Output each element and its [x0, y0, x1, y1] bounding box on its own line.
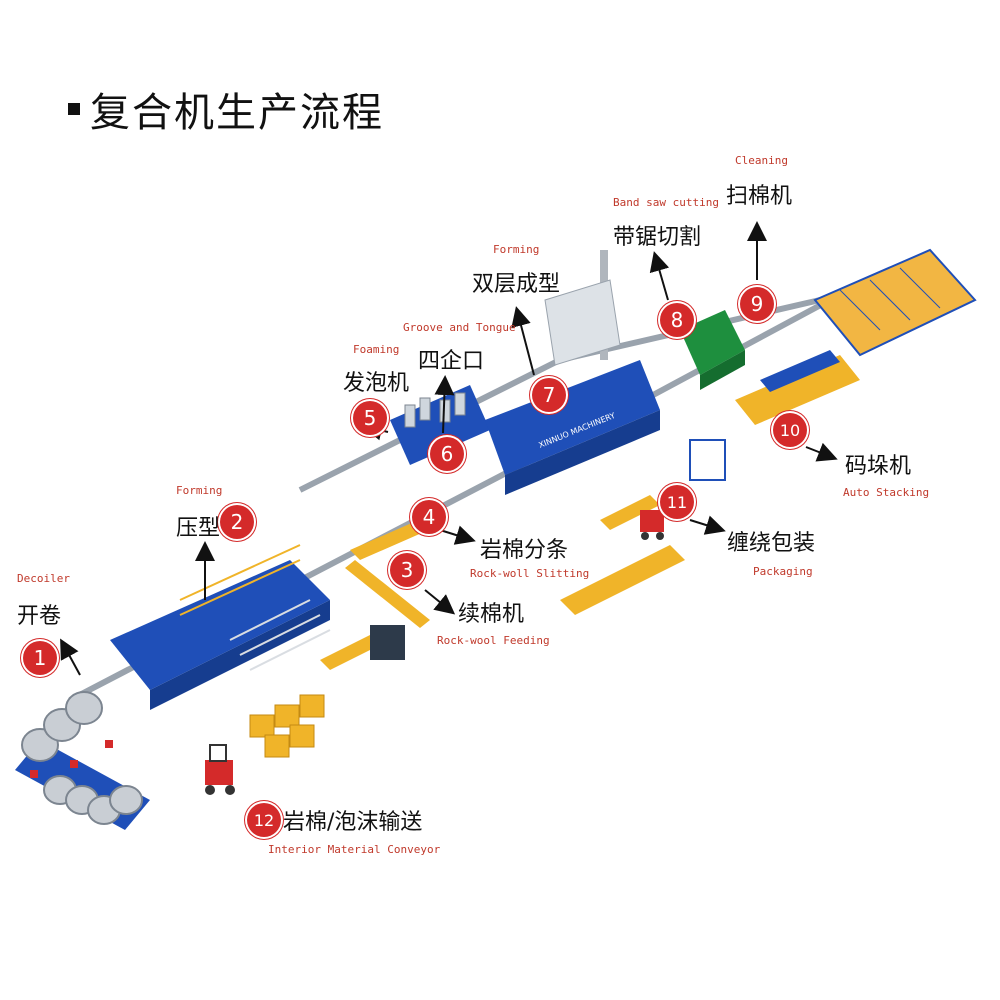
step-3-en: Rock-wool Feeding	[437, 634, 550, 647]
rock-wool-conveyor	[320, 515, 440, 670]
step-badge-11: 11	[660, 485, 694, 519]
bullet-square-icon	[68, 103, 80, 115]
step-3-zh: 续棉机	[458, 602, 525, 627]
foaming-tanks	[390, 385, 490, 465]
step-1-en: Decoiler	[17, 572, 70, 585]
step-badge-1: 1	[23, 641, 57, 675]
double-belt-laminator: XINNUO MACHINERY	[485, 360, 660, 495]
step-2-en: Forming	[176, 484, 223, 497]
forklift-icon	[205, 744, 235, 795]
packaging-station	[560, 439, 726, 615]
steel-coil-icon	[15, 691, 150, 830]
step-6-zh: 四企口	[418, 349, 485, 374]
step-9-en: Cleaning	[735, 154, 788, 167]
step-5-zh: 发泡机	[343, 371, 410, 396]
step-badge-6: 6	[430, 437, 464, 471]
step-5-en: Foaming	[353, 343, 400, 356]
page-title-text: 复合机生产流程	[90, 90, 384, 136]
arrow-icon	[60, 221, 838, 676]
band-saw-gantry	[680, 310, 745, 390]
forming-section	[110, 544, 331, 710]
page-title: 复合机生产流程	[68, 80, 384, 138]
step-badge-9: 9	[740, 287, 774, 321]
step-badge-4: 4	[412, 500, 446, 534]
step-8-en: Band saw cutting	[613, 196, 719, 209]
step-12-zh: 岩棉/泡沫输送	[283, 810, 423, 835]
step-11-zh: 缠绕包装	[727, 531, 816, 556]
step-badge-2: 2	[220, 505, 254, 539]
material-boxes	[249, 694, 325, 758]
step-10-en: Auto Stacking	[843, 486, 930, 499]
step-badge-5: 5	[353, 401, 387, 435]
stacking-platform	[735, 248, 977, 425]
step-badge-3: 3	[390, 553, 424, 587]
step-badge-12: 12	[247, 803, 281, 837]
step-7-en: Forming	[493, 243, 540, 256]
step-11-en: Packaging	[753, 565, 813, 578]
step-2-zh: 压型	[176, 516, 221, 541]
step-12-en: Interior Material Conveyor	[268, 843, 441, 856]
step-7-zh: 双层成型	[472, 272, 561, 297]
step-8-zh: 带锯切割	[613, 225, 702, 250]
step-4-zh: 岩棉分条	[480, 538, 569, 563]
forklift-icon	[640, 510, 664, 540]
step-10-zh: 码垛机	[845, 454, 912, 479]
step-badge-7: 7	[532, 378, 566, 412]
step-6-en: Groove and Tongue	[403, 321, 516, 334]
step-badge-8: 8	[660, 303, 694, 337]
step-9-zh: 扫棉机	[726, 184, 793, 209]
step-1-zh: 开卷	[17, 604, 62, 629]
exhaust-chimney	[544, 250, 621, 366]
step-4-en: Rock-woll Slitting	[470, 567, 590, 580]
step-badge-10: 10	[773, 413, 807, 447]
